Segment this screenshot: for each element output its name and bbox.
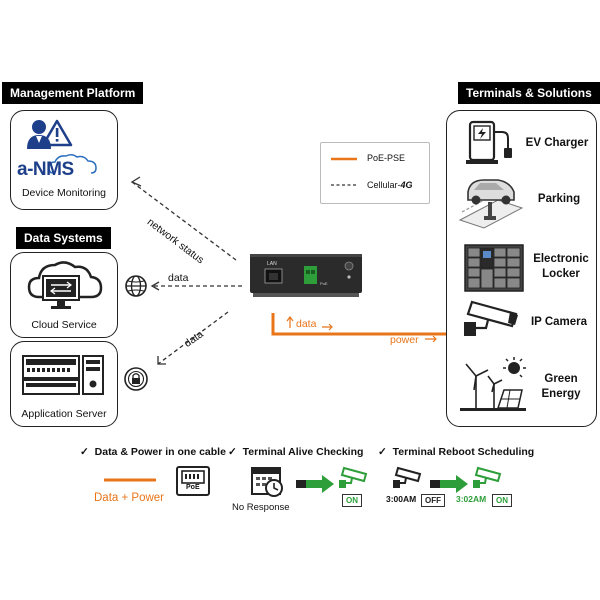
status-on-badge-2: ON [492, 494, 512, 507]
legend-cellular-text: Cellular- [367, 180, 401, 190]
green-arrow-icon [296, 475, 334, 493]
lan-port-label: LAN [267, 261, 277, 267]
feature-reboot-scheduling-text: Terminal Reboot Scheduling [392, 446, 535, 458]
legend-cellular-4g: 4G [400, 180, 413, 190]
ev-charger-icon [466, 120, 512, 164]
ip-camera-icon [464, 300, 518, 336]
application-server-box: Application Server [10, 341, 118, 427]
network-status-link [131, 181, 237, 261]
data-label-poe: data [296, 318, 317, 330]
poe-port-icon [176, 466, 210, 496]
server-rack-icon [22, 355, 104, 395]
feature-reboot-scheduling: ✓ Terminal Reboot Scheduling [378, 446, 535, 458]
feature-one-cable: ✓ Data & Power in one cable [80, 446, 226, 458]
schedule-time-2: 3:02AM [456, 494, 487, 504]
calendar-clock-icon [251, 467, 283, 497]
data-power-cable-line [104, 478, 156, 482]
feature-one-cable-text: Data & Power in one cable [94, 446, 226, 458]
cloud-server-icon [27, 261, 103, 309]
cloud-service-box: Cloud Service [10, 252, 118, 338]
legend-cellular: Cellular-4G [367, 180, 413, 190]
poe-switch-icon [250, 254, 362, 297]
globe-icon [125, 275, 147, 297]
secure-lock-icon [124, 367, 148, 391]
user-alert-icon [27, 119, 73, 149]
green-arrow-icon-2 [430, 475, 468, 493]
camera-off-icon [393, 466, 422, 488]
nms-logo-text: a-NMS [17, 159, 74, 180]
schedule-time-1: 3:00AM [386, 494, 417, 504]
power-port-label: PoE [320, 281, 328, 286]
feature-alive-checking: ✓ Terminal Alive Checking [228, 446, 364, 458]
data-label-cloud: data [168, 272, 189, 284]
terminal-parking: Parking [537, 193, 581, 205]
poe-power-line [271, 313, 450, 336]
legend-box: PoE-PSE Cellular-4G [320, 142, 430, 204]
poe-port-label: PoE [186, 484, 200, 491]
green-energy-icon [460, 357, 526, 411]
locker-icon [464, 244, 524, 292]
status-on-badge-1: ON [342, 494, 362, 507]
status-off-badge: OFF [421, 494, 445, 507]
nms-logo-icon [48, 153, 97, 174]
data-systems-header: Data Systems [16, 227, 111, 249]
management-platform-box: a-NMS Device Monitoring [10, 110, 118, 210]
terminal-ev-charger: EV Charger [525, 137, 589, 149]
cloud-service-label: Cloud Service [31, 319, 97, 331]
terminal-green-energy: Green Energy [541, 373, 581, 400]
legend-poe-pse: PoE-PSE [367, 153, 406, 163]
application-server-label: Application Server [21, 408, 107, 420]
camera-on-icon-2 [473, 466, 502, 488]
management-platform-header: Management Platform [2, 82, 144, 104]
camera-on-icon [339, 466, 368, 488]
terminals-header: Terminals & Solutions [458, 82, 600, 104]
data-power-label: Data + Power [94, 492, 164, 504]
poe-device: LAN PoE [250, 252, 362, 297]
device-monitoring-label: Device Monitoring [21, 187, 107, 199]
parking-icon [458, 179, 524, 229]
no-response-label: No Response [232, 502, 290, 513]
feature-alive-checking-text: Terminal Alive Checking [242, 446, 364, 458]
data-link-server [157, 311, 229, 365]
power-label: power [390, 334, 419, 346]
terminal-ip-camera: IP Camera [530, 316, 588, 328]
terminal-electronic-locker: Electronic Locker [533, 253, 589, 280]
legend-swatches [331, 157, 357, 186]
